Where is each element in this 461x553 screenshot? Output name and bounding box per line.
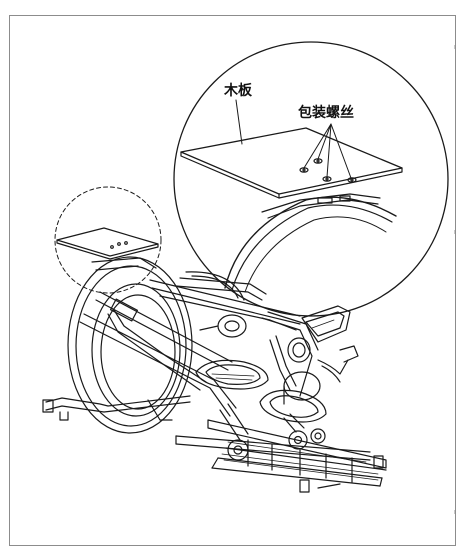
page-frame <box>9 15 456 546</box>
wood-board-label: 木板 <box>224 83 252 99</box>
detail-callout <box>173 41 449 317</box>
wood-board-detail <box>180 127 403 195</box>
console-column <box>261 305 359 397</box>
rear-base-frame <box>207 419 387 493</box>
wheel-icon <box>227 428 326 461</box>
wood-board-small <box>56 227 159 260</box>
page-edge-marks <box>454 45 455 514</box>
elliptical-machine <box>42 256 387 493</box>
pedal-front <box>195 359 269 390</box>
packing-screws-label: 包装螺丝 <box>298 105 354 121</box>
detail-source-circle <box>54 186 162 294</box>
